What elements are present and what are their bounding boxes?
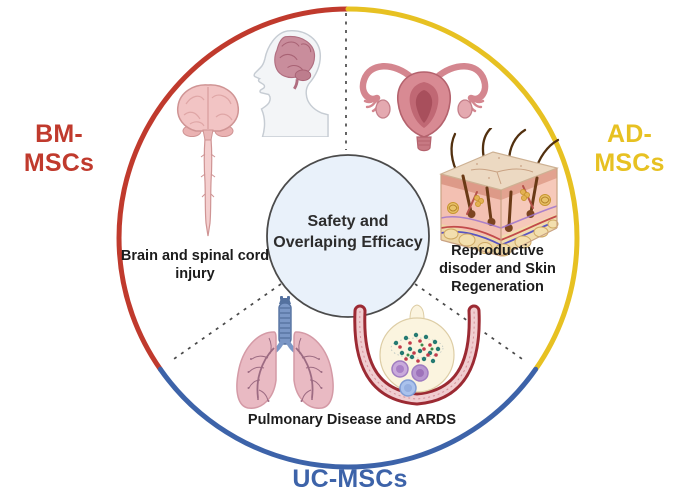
ad-arc: [345, 6, 580, 372]
divider-dashed-left: [170, 283, 282, 362]
divider-dashed-right: [414, 283, 526, 362]
head-profile-brain-icon: [253, 30, 329, 137]
blood-vessel-alveolus-icon: [353, 304, 481, 406]
ad-section-caption: Reproductive disoder and Skin Regenerati…: [439, 243, 556, 295]
bm-arc: [116, 6, 351, 372]
lungs-trachea-icon: [236, 296, 334, 409]
ad-mscs-label: AD-MSCs: [594, 120, 665, 177]
center-circle: [266, 154, 430, 318]
uterus-reproductive-icon: [359, 63, 489, 152]
skin-cross-section-icon: [439, 128, 560, 257]
brain-spinal-cord-icon: [176, 84, 240, 237]
uc-arc: [157, 366, 539, 470]
uc-mscs-label: UC-MSCs: [292, 465, 408, 493]
center-circle-label: Safety and Overlaping Efficacy: [266, 211, 430, 253]
bm-mscs-label: BM-MSCs: [23, 120, 95, 177]
center-label-line2: Overlaping Efficacy: [273, 234, 423, 252]
uc-section-caption: Pulmonary Disease and ARDS: [247, 412, 457, 428]
bm-section-caption: Brain and spinal cord injury: [120, 248, 270, 282]
center-label-line1: Safety and: [307, 213, 389, 230]
